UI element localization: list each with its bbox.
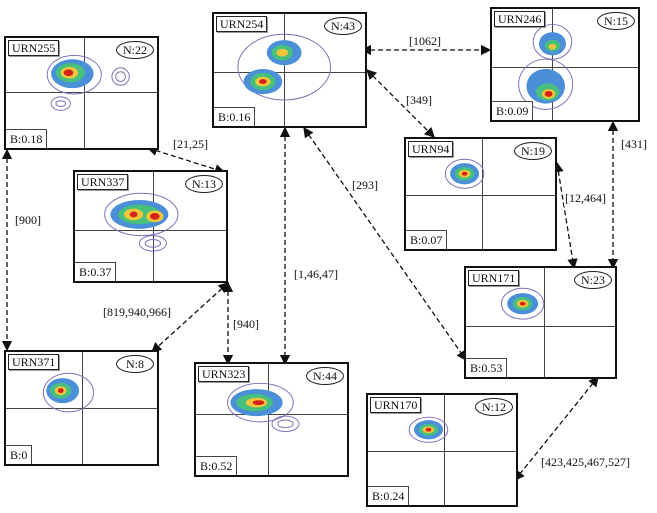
count-badge: N:23 (574, 271, 612, 289)
density-plot (444, 158, 485, 189)
density-plot (518, 23, 574, 110)
urn-label: URN254 (216, 16, 268, 32)
panel-urn371: URN371 N:8 B:0 (4, 350, 159, 466)
b-value: B:0.52 (196, 456, 238, 475)
density-plot (500, 287, 545, 320)
b-value: B:0.18 (6, 129, 48, 148)
edge-urn94-urn171 (553, 161, 578, 270)
b-value: B:0.37 (75, 262, 117, 281)
b-value: B:0.09 (492, 101, 534, 120)
density-plot (104, 192, 179, 252)
panel-urn337: URN337 N:13 B:0.37 (73, 170, 228, 283)
edge-urn337-urn371 (151, 282, 229, 353)
edge-label-urn254-urn94: [349] (405, 93, 433, 108)
urn-label: URN371 (8, 354, 60, 370)
edge-urn171-urn170 (514, 375, 599, 482)
quadrant-hline (406, 195, 555, 196)
count-badge: N:44 (306, 367, 344, 385)
edge-label-urn337-urn371: [819,940,966] (102, 305, 172, 320)
count-badge: N:22 (116, 41, 154, 59)
panel-urn246: URN246 N:15 B:0.09 (490, 7, 640, 122)
density-plot (227, 382, 300, 433)
b-value: B:0.07 (406, 230, 448, 249)
quadrant-vline (482, 139, 483, 249)
urn-label: URN94 (408, 141, 454, 157)
edge-label-urn254-urn323: [1,46,47] (293, 267, 339, 282)
quadrant-hline (6, 92, 157, 93)
edge-label-urn246-urn171: [431] (620, 137, 648, 152)
quadrant-hline (196, 414, 347, 415)
quadrant-hline (492, 67, 638, 68)
quadrant-hline (368, 451, 516, 452)
count-badge: N:15 (597, 12, 635, 30)
b-value: B:0.16 (214, 107, 256, 126)
b-value: B:0.53 (466, 358, 508, 377)
panel-urn170: URN170 N:12 B:0.24 (366, 393, 518, 507)
edge-label-urn255-urn337: [21,25] (172, 137, 209, 152)
edge-urn254-urn171 (303, 126, 467, 362)
quadrant-hline (466, 326, 615, 327)
b-value: B:0.24 (368, 486, 410, 505)
density-plot (408, 416, 449, 443)
quadrant-hline (75, 230, 226, 231)
panel-urn254: URN254 N:43 B:0.16 (212, 12, 367, 128)
urn-label: URN255 (8, 40, 60, 56)
edge-urn255-urn337 (146, 145, 226, 175)
panel-urn94: URN94 N:19 B:0.07 (404, 137, 557, 251)
edge-label-urn337-urn323: [940] (232, 317, 260, 332)
count-badge: N:13 (185, 175, 223, 193)
edge-label-urn171-urn170: [423,425,467,527] (540, 455, 631, 470)
density-plot (46, 54, 130, 111)
density-plot (42, 372, 95, 413)
quadrant-vline (268, 364, 269, 475)
edge-label-urn94-urn171: [12,464] (564, 191, 607, 206)
urn-label: URN337 (77, 174, 129, 190)
quadrant-vline (544, 268, 545, 377)
quadrant-vline (284, 14, 285, 126)
b-value: B:0 (6, 445, 33, 464)
quadrant-hline (6, 408, 157, 409)
count-badge: N:43 (324, 17, 362, 35)
panel-urn255: URN255 N:22 B:0.18 (4, 36, 159, 150)
count-badge: N:12 (475, 398, 513, 416)
urn-label: URN170 (370, 397, 422, 413)
panel-urn323: URN323 N:44 B:0.52 (194, 362, 349, 477)
panel-urn171: URN171 N:23 B:0.53 (464, 266, 617, 379)
quadrant-vline (444, 395, 445, 505)
urn-label: URN323 (198, 366, 250, 382)
quadrant-vline (82, 352, 83, 464)
edge-label-urn255-urn371: [900] (14, 213, 42, 228)
density-plot (237, 33, 332, 101)
edge-label-urn254-urn246: [1062] (408, 34, 442, 49)
urn-label: URN171 (468, 270, 520, 286)
count-badge: N:19 (514, 142, 552, 160)
quadrant-hline (214, 72, 365, 73)
quadrant-vline (552, 9, 553, 120)
edge-label-urn254-urn171: [293] (351, 178, 379, 193)
count-badge: N:8 (116, 355, 154, 373)
urn-label: URN246 (494, 11, 546, 27)
